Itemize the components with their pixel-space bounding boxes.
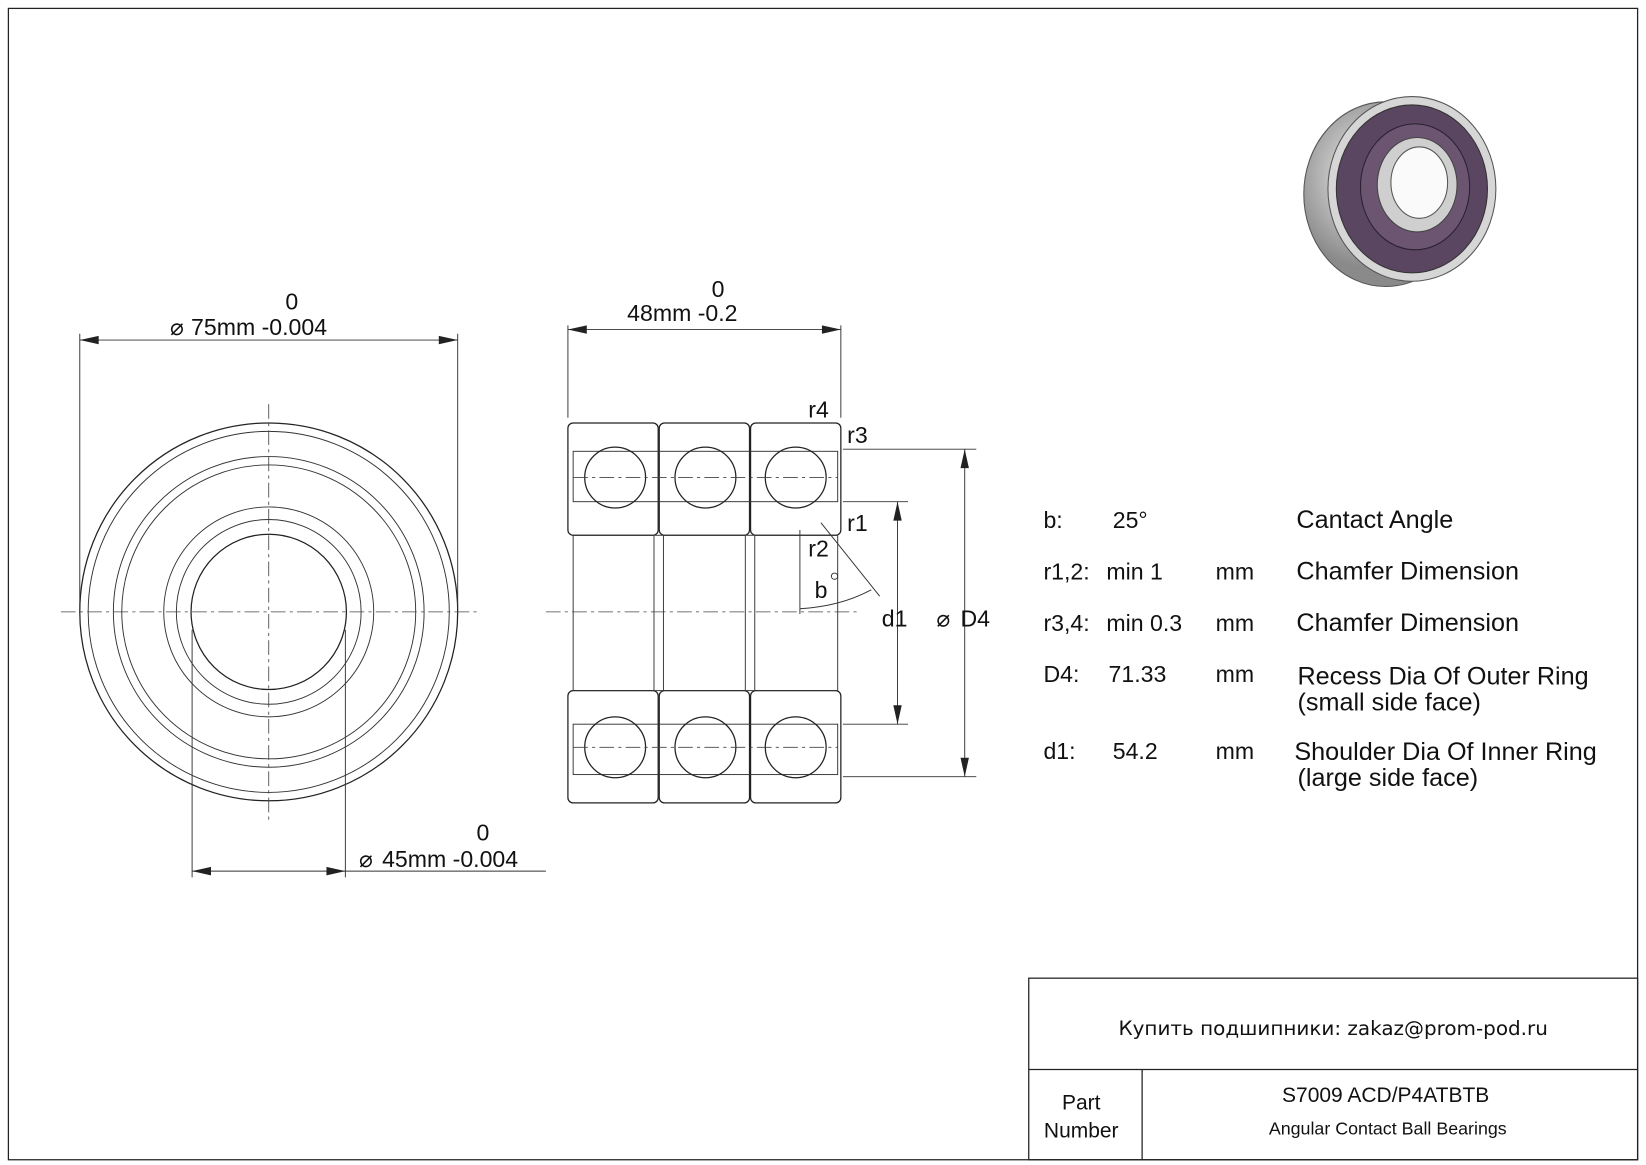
spec-value: 25°	[1113, 507, 1148, 533]
front-view: 0 ⌀ 75mm -0.004 0 ⌀ 45mm -0.004	[60, 289, 546, 878]
spec-desc: Chamfer Dimension	[1296, 609, 1519, 637]
contact-email: Купить подшипники: zakaz@prom-pod.ru	[1118, 1016, 1547, 1040]
drawing-border	[7, 7, 1639, 1161]
spec-value: 71.33	[1109, 661, 1167, 687]
label-d1: d1	[882, 606, 908, 632]
bore-dim-tol: 0	[476, 820, 489, 846]
title-block: Купить подшипники: zakaz@prom-pod.ru Par…	[1028, 977, 1639, 1161]
spec-symbol: D4:	[1043, 661, 1079, 687]
label-r4: r4	[808, 397, 829, 423]
part-label: Number	[1044, 1120, 1119, 1143]
label-r2: r2	[808, 535, 829, 561]
bearing-3d-render	[1303, 96, 1497, 288]
outer-dim-tol: 0	[285, 289, 298, 315]
spec-list: b: 25° Cantact Angle r1,2: min 1 mm Cham…	[1043, 506, 1596, 792]
part-type: Angular Contact Ball Bearings	[1269, 1119, 1507, 1139]
spec-symbol: b:	[1043, 507, 1062, 533]
spec-unit: mm	[1216, 661, 1254, 687]
spec-value: 54.2	[1113, 738, 1158, 764]
section-view: 0 48mm -0.2 r4 r3 r1 r2 b d1 ⌀ D4	[545, 276, 991, 804]
width-tol: 0	[712, 276, 725, 302]
label-b: b	[815, 577, 828, 603]
spec-value: min 1	[1106, 558, 1162, 584]
bore-dim: 45mm -0.004	[382, 846, 518, 872]
spec-desc: Chamfer Dimension	[1296, 557, 1519, 585]
spec-desc: Shoulder Dia Of Inner Ring	[1294, 738, 1596, 766]
spec-desc: Cantact Angle	[1296, 506, 1453, 534]
diameter-symbol: ⌀	[359, 846, 373, 872]
diameter-symbol: ⌀	[936, 606, 950, 632]
label-r1: r1	[847, 510, 868, 536]
spec-unit: mm	[1216, 610, 1254, 636]
label-D4: D4	[961, 606, 991, 632]
spec-desc-note: (small side face)	[1297, 689, 1480, 717]
part-label: Part	[1062, 1091, 1101, 1114]
spec-symbol: d1:	[1043, 738, 1075, 764]
part-number: S7009 ACD/P4ATBTB	[1282, 1084, 1489, 1107]
diameter-symbol: ⌀	[170, 314, 184, 340]
spec-symbol: r1,2:	[1043, 558, 1089, 584]
spec-unit: mm	[1216, 558, 1254, 584]
spec-desc-note: (large side face)	[1297, 764, 1478, 792]
spec-value: min 0.3	[1106, 610, 1182, 636]
spec-unit: mm	[1216, 738, 1254, 764]
width-dim: 48mm -0.2	[627, 300, 737, 326]
spec-desc: Recess Dia Of Outer Ring	[1297, 662, 1588, 690]
spec-symbol: r3,4:	[1043, 610, 1089, 636]
outer-dim: 75mm -0.004	[191, 314, 327, 340]
label-r3: r3	[847, 422, 868, 448]
